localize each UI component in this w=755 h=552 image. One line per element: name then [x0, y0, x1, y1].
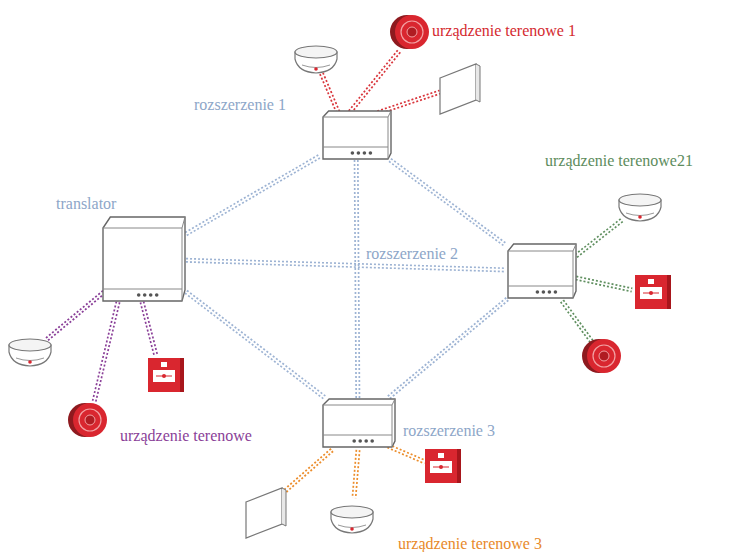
sounder-icon	[68, 403, 107, 437]
bus-connector	[356, 160, 358, 398]
module-label: rozszerzenie 2	[366, 246, 458, 262]
module-box: rozszerzenie 3	[320, 398, 396, 448]
smoke-detector	[9, 339, 51, 366]
call-point-icon	[635, 275, 671, 309]
module-box: rozszerzenie 1	[320, 110, 392, 160]
module-label: rozszerzenie 3	[403, 423, 495, 439]
device-group-label: urządzenie terenowe	[120, 427, 252, 445]
module-label: rozszerzenie 1	[194, 97, 286, 113]
call-point-icon	[148, 358, 184, 392]
smoke-detector	[295, 46, 337, 73]
sounder-icon	[582, 339, 621, 373]
smoke-detector	[619, 194, 661, 221]
module-icon	[440, 64, 480, 114]
module-outline	[505, 243, 577, 299]
module-icon	[246, 488, 286, 538]
module-label: translator	[56, 196, 116, 212]
device-group-label: urządzenie terenowe21	[545, 152, 693, 170]
bus-connector	[388, 299, 507, 398]
bus-connector	[186, 156, 320, 234]
module-box: rozszerzenie 2	[505, 243, 577, 299]
module-outline	[320, 398, 396, 448]
module-outline	[320, 110, 392, 160]
call-point-icon	[425, 449, 461, 483]
sounder-icon	[390, 15, 429, 49]
device-group-label: urządzenie terenowe 3	[398, 535, 542, 552]
bus-connector	[186, 292, 325, 398]
device-group-label: urządzenie terenowe 1	[432, 22, 576, 40]
module-outline	[100, 216, 186, 302]
bus-connector	[390, 160, 505, 245]
module-box: translator	[100, 216, 186, 302]
smoke-detector	[331, 506, 373, 533]
